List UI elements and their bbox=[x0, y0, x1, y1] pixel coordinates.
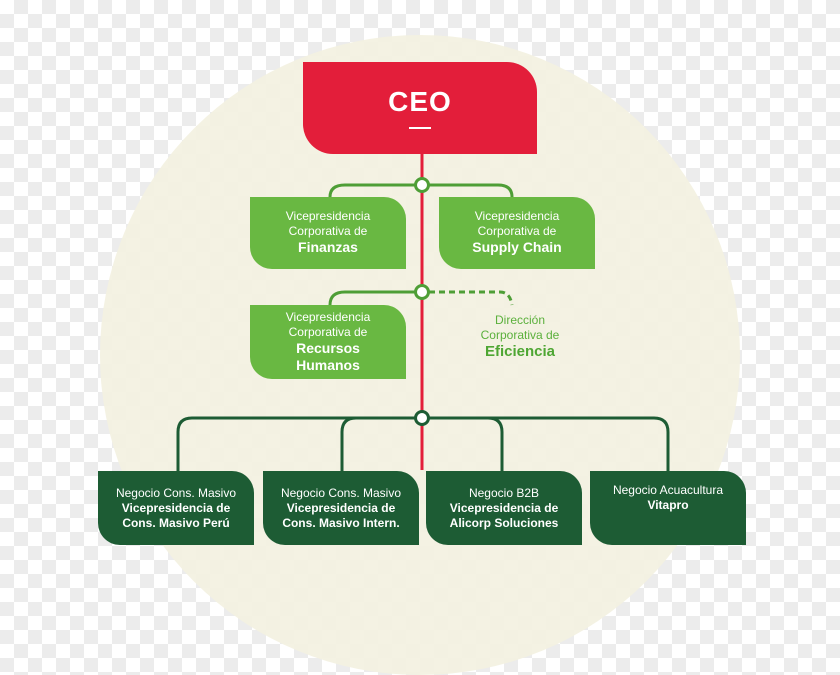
supply-name: Supply Chain bbox=[472, 239, 562, 256]
negocio-3-unit: Negocio B2B bbox=[468, 485, 540, 500]
branch-rrhh bbox=[328, 290, 422, 306]
finanzas-name: Finanzas bbox=[298, 239, 358, 256]
node-1 bbox=[414, 177, 430, 193]
eficiencia-name: Eficiencia bbox=[484, 343, 556, 360]
supply-chain-box: Vicepresidencia Corporativa de Supply Ch… bbox=[439, 197, 595, 269]
negocio-box-2: Negocio Cons. Masivo Vicepresidencia de … bbox=[263, 471, 419, 545]
node-2 bbox=[414, 284, 430, 300]
finanzas-line2: Corporativa de bbox=[288, 224, 368, 239]
negocio-3-name1: Vicepresidencia de bbox=[449, 500, 559, 515]
finanzas-line1: Vicepresidencia bbox=[285, 209, 371, 224]
branch-finanzas bbox=[328, 183, 422, 198]
negocio-2-unit: Negocio Cons. Masivo bbox=[280, 485, 402, 500]
rrhh-line1: Vicepresidencia bbox=[285, 309, 371, 324]
supply-line2: Corporativa de bbox=[477, 224, 557, 239]
rrhh-name1: Recursos bbox=[296, 339, 360, 356]
branch-bottom-mid bbox=[340, 416, 504, 471]
finanzas-box: Vicepresidencia Corporativa de Finanzas bbox=[250, 197, 406, 269]
negocio-1-name2: Cons. Masivo Perú bbox=[122, 515, 230, 530]
branch-eficiencia bbox=[429, 290, 514, 306]
negocio-box-1: Negocio Cons. Masivo Vicepresidencia de … bbox=[98, 471, 254, 545]
ceo-box: CEO bbox=[303, 62, 537, 154]
eficiencia-line2: Corporativa de bbox=[480, 328, 560, 342]
negocio-1-name1: Vicepresidencia de bbox=[121, 500, 231, 515]
rrhh-line2: Corporativa de bbox=[288, 324, 368, 339]
negocio-box-4: Negocio Acuacultura Vitapro bbox=[590, 471, 746, 545]
node-3 bbox=[414, 410, 430, 426]
negocio-4-name1: Vitapro bbox=[647, 498, 689, 512]
negocio-box-3: Negocio B2B Vicepresidencia de Alicorp S… bbox=[426, 471, 582, 545]
rrhh-name2: Humanos bbox=[296, 357, 360, 373]
ceo-label: CEO bbox=[388, 85, 452, 117]
eficiencia-line1: Dirección bbox=[494, 313, 545, 327]
negocio-3-name2: Alicorp Soluciones bbox=[449, 515, 559, 530]
supply-line1: Vicepresidencia bbox=[474, 209, 560, 224]
branch-supply bbox=[422, 183, 514, 198]
rrhh-box: Vicepresidencia Corporativa de Recursos … bbox=[250, 305, 406, 379]
negocio-2-name2: Cons. Masivo Intern. bbox=[282, 515, 400, 530]
negocio-2-name1: Vicepresidencia de bbox=[286, 500, 396, 515]
negocio-1-unit: Negocio Cons. Masivo bbox=[115, 485, 237, 500]
eficiencia-label: Dirección Corporativa de Eficiencia bbox=[460, 313, 580, 362]
ceo-underline bbox=[409, 126, 431, 129]
connector-lines bbox=[176, 154, 670, 471]
negocio-4-unit: Negocio Acuacultura bbox=[612, 483, 724, 497]
